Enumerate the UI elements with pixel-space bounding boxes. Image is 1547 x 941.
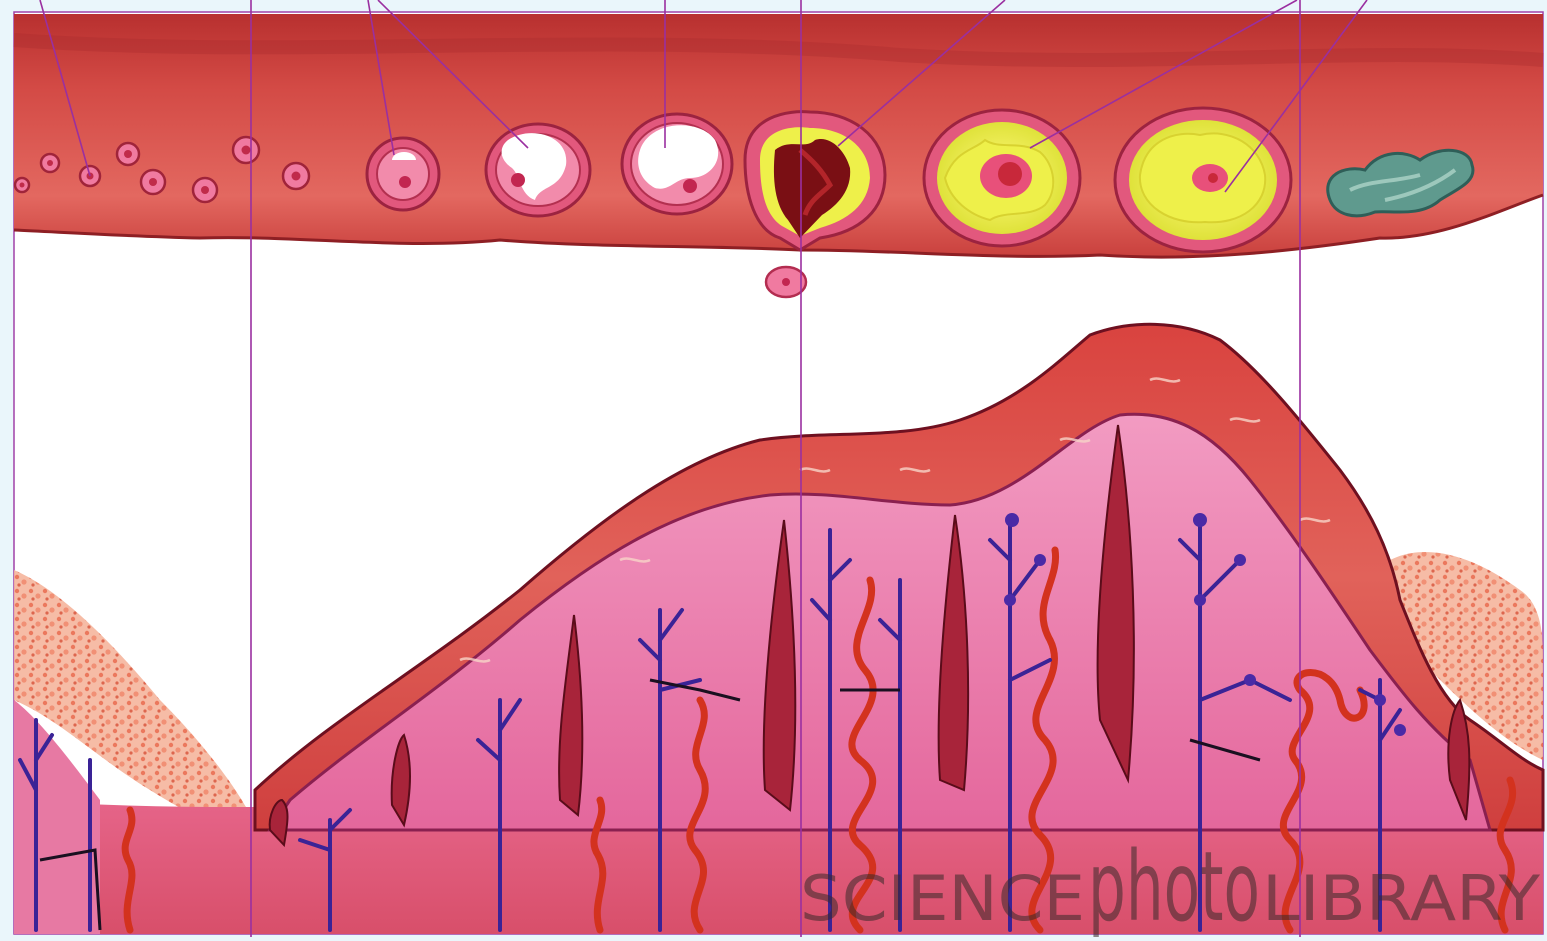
watermark-science: SCIENCE xyxy=(800,862,1085,935)
mature-corpus-luteum xyxy=(1115,108,1291,252)
ovum-icon xyxy=(782,278,790,286)
watermark-library: LIBRARY xyxy=(1262,862,1540,935)
secondary-follicle xyxy=(367,138,439,210)
ovum-released xyxy=(766,267,806,297)
mature-follicle xyxy=(622,114,732,214)
vesicular-follicle xyxy=(486,124,590,216)
corpus-luteum xyxy=(924,110,1080,246)
watermark-photo: photo xyxy=(1088,831,1260,937)
